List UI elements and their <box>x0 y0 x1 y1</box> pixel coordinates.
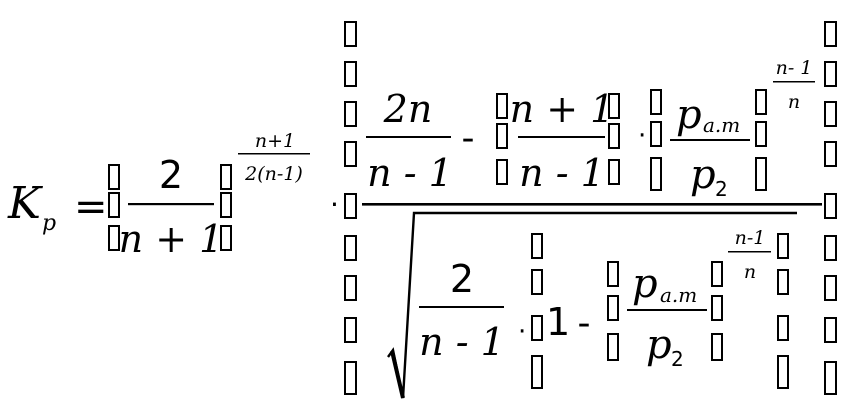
bottom-ratio-denominator-subscript: 2 <box>671 347 684 371</box>
top-exponent-numerator: n- 1 <box>776 57 813 79</box>
top-ratio-right-bracket <box>755 89 767 191</box>
bottom-right-bracket <box>777 233 789 389</box>
first-left-bracket <box>108 164 120 251</box>
top-ratio-numerator-subscript: a.m <box>703 113 740 137</box>
big-right-bracket <box>824 21 837 395</box>
top-ratio-bar <box>670 139 750 141</box>
top-term1-denominator: n - 1 <box>367 151 453 195</box>
equals-sign: = <box>74 184 108 230</box>
top-ratio-numerator: p <box>676 92 702 138</box>
top-dot: · <box>638 121 646 151</box>
top-term1-numerator: 2n <box>383 87 433 131</box>
bottom-exponent-denominator: n <box>744 261 756 283</box>
top-term2-numerator: n + 1 <box>510 87 615 131</box>
top-ratio-denominator-subscript: 2 <box>715 177 728 201</box>
bottom-ratio-right-bracket <box>711 261 723 361</box>
multiplication-dot: · <box>330 188 339 221</box>
first-exponent-denominator: 2(n-1) <box>244 163 303 185</box>
first-exponent-numerator: n+1 <box>255 130 295 152</box>
top-term2-left-bracket <box>496 93 508 185</box>
top-exponent-bar <box>773 81 815 83</box>
bottom-ratio-numerator: p <box>632 261 658 307</box>
bottom-one: 1 <box>546 300 570 344</box>
top-term2-denominator: n - 1 <box>519 151 605 195</box>
top-ratio-left-bracket <box>650 89 662 191</box>
bottom-ratio-denominator: p <box>646 322 672 368</box>
bottom-term1-bar <box>419 306 504 308</box>
bottom-exponent-bar <box>728 251 771 253</box>
top-term2-bar <box>518 136 605 138</box>
square-root-sign <box>387 211 797 399</box>
bottom-ratio-numerator-subscript: a.m <box>660 283 697 307</box>
first-right-bracket <box>220 164 232 251</box>
bottom-ratio-bar <box>627 309 707 311</box>
bottom-minus-sign: - <box>578 303 591 344</box>
bottom-left-bracket <box>531 233 543 389</box>
first-exponent-bar <box>238 153 310 155</box>
bottom-dot: · <box>518 317 526 347</box>
lhs-subscript: p <box>42 211 56 236</box>
big-left-bracket <box>344 21 357 395</box>
bottom-term1-numerator: 2 <box>450 257 474 301</box>
top-term1-bar <box>366 136 451 138</box>
bottom-ratio-left-bracket <box>607 261 619 361</box>
top-ratio-denominator: p <box>690 152 716 198</box>
top-term2-right-bracket <box>608 93 620 185</box>
bottom-term1-denominator: n - 1 <box>419 320 505 364</box>
top-minus-sign: - <box>462 118 475 159</box>
lhs-symbol: K <box>7 178 43 229</box>
bottom-exponent-numerator: n-1 <box>735 227 766 249</box>
main-fraction-bar <box>362 203 822 206</box>
first-fraction-denominator: n + 1 <box>119 217 224 261</box>
first-fraction-bar <box>128 203 214 206</box>
top-exponent-denominator: n <box>788 91 800 113</box>
first-fraction-numerator: 2 <box>159 153 183 197</box>
